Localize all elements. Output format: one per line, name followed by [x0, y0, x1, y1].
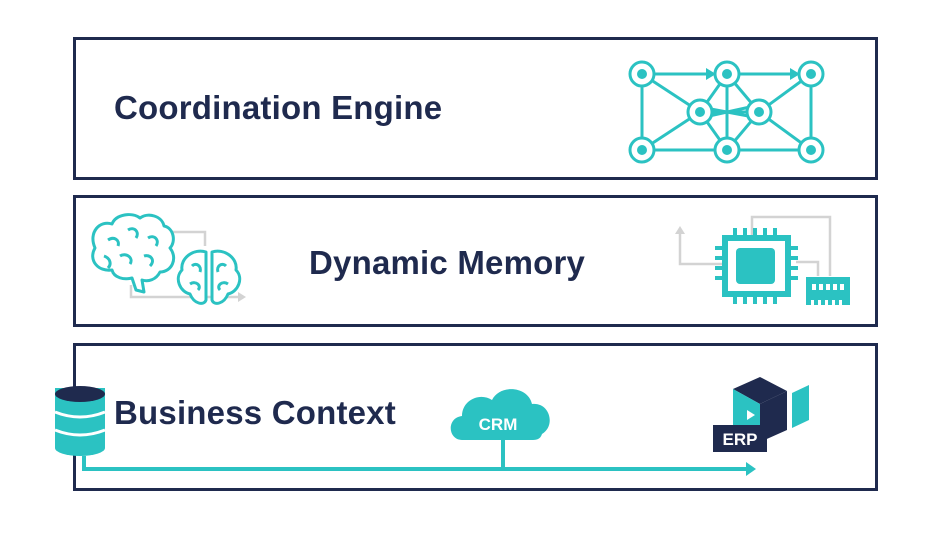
dynamic-memory-title: Dynamic Memory	[309, 244, 586, 281]
business-context-title: Business Context	[114, 394, 396, 431]
database-icon	[54, 386, 106, 456]
coordination-engine-title: Coordination Engine	[114, 89, 443, 126]
brain-halves-icon	[176, 249, 242, 305]
crm-cloud-icon: CRM	[450, 389, 550, 440]
memory-module-icon	[806, 277, 850, 305]
erp-cube-icon: ERP	[713, 377, 809, 452]
cpu-connector	[675, 215, 832, 276]
cpu-chip-icon	[715, 228, 798, 304]
brain-icon	[91, 213, 176, 294]
erp-label: ERP	[723, 430, 758, 449]
crm-label: CRM	[479, 415, 518, 434]
network-graph-icon	[628, 60, 825, 164]
business-flow-line	[82, 438, 756, 476]
